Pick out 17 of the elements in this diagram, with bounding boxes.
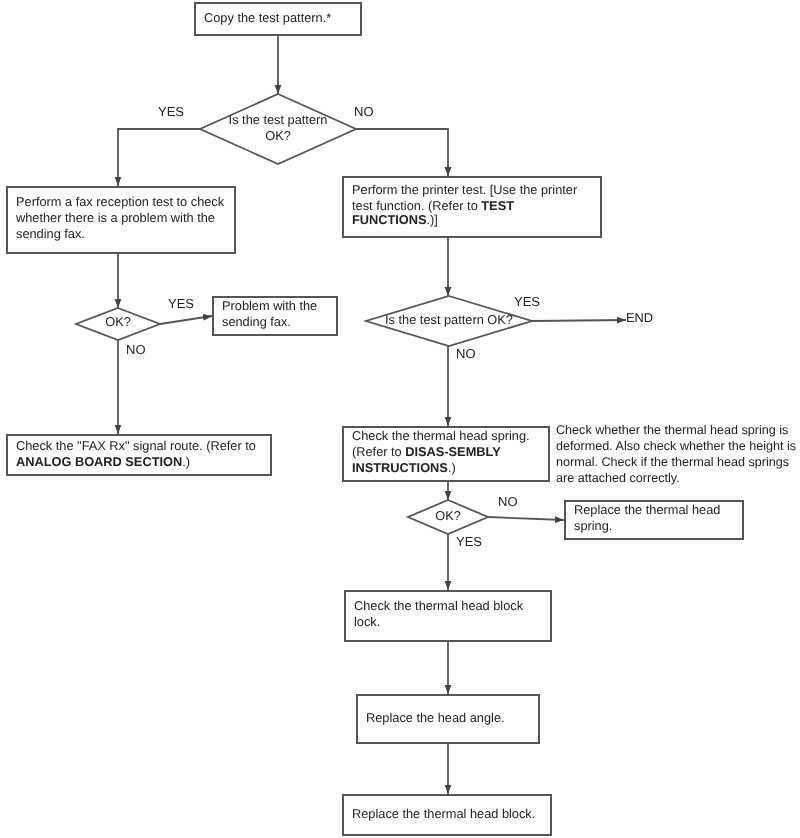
- arrow: [159, 314, 213, 325]
- arrow: [444, 481, 452, 501]
- arrow: [114, 339, 122, 435]
- arrow: [444, 237, 452, 297]
- arrow: [444, 743, 452, 795]
- arrow: [274, 35, 282, 95]
- arrow: [444, 641, 452, 695]
- decision-diamond: [200, 94, 356, 164]
- arrow: [531, 316, 627, 324]
- arrow: [487, 516, 565, 523]
- arrow: [444, 345, 452, 427]
- decision-diamond: [408, 500, 488, 534]
- arrow: [355, 128, 452, 177]
- decision-diamond: [76, 308, 160, 340]
- arrow: [114, 253, 122, 309]
- arrow: [114, 128, 201, 187]
- arrow: [444, 533, 452, 591]
